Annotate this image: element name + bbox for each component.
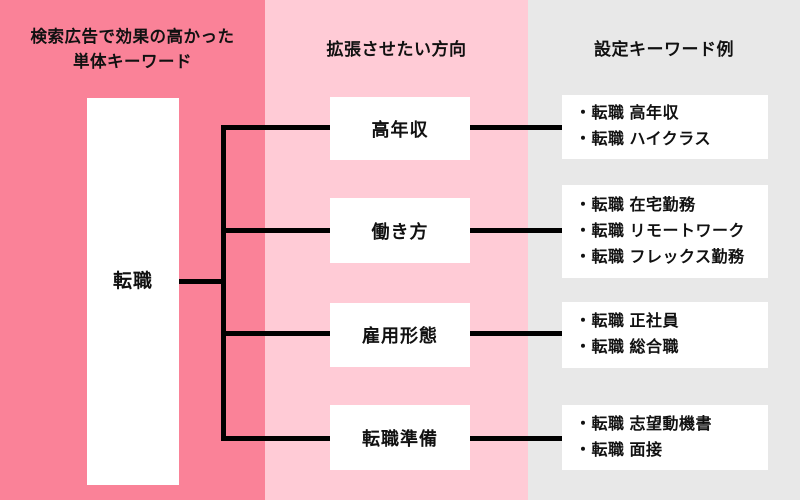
source-keyword-box: 転職: [87, 98, 179, 485]
direction-label: 高年収: [371, 119, 429, 140]
direction-box-1: 高年収: [330, 97, 470, 160]
keyword-example: ・転職 リモートワーク: [575, 222, 745, 240]
direction-label: 働き方: [371, 221, 429, 242]
keyword-example: ・転職 志望動機書: [575, 415, 712, 433]
connector-source-stub: [179, 279, 226, 284]
keyword-examples-box-3: ・転職 正社員 ・転職 総合職: [562, 302, 768, 368]
connector-branch-right-1: [470, 125, 562, 130]
direction-box-3: 雇用形態: [330, 303, 470, 367]
keyword-example: ・転職 在宅勤務: [575, 196, 696, 214]
keyword-examples-box-4: ・転職 志望動機書 ・転職 面接: [562, 405, 768, 470]
connector-branch-left-1: [221, 125, 330, 130]
keyword-example: ・転職 正社員: [575, 313, 679, 330]
connector-branch-right-3: [470, 331, 562, 336]
keyword-example: ・転職 フレックス勤務: [575, 248, 745, 266]
direction-box-4: 転職準備: [330, 405, 470, 470]
source-column-header: 検索広告で効果の高かった 単体キーワード: [0, 25, 265, 75]
connector-branch-left-2: [221, 228, 330, 233]
direction-column-header: 拡張させたい方向: [326, 40, 467, 59]
source-keyword-label: 転職: [112, 271, 153, 292]
connector-trunk: [221, 125, 226, 441]
connector-branch-left-4: [221, 436, 330, 441]
direction-box-2: 働き方: [330, 198, 470, 263]
keyword-example: ・転職 高年収: [575, 105, 679, 122]
connector-branch-left-3: [221, 331, 330, 336]
keyword-examples-box-2: ・転職 在宅勤務 ・転職 リモートワーク ・転職 フレックス勤務: [562, 185, 768, 278]
connector-branch-right-4: [470, 436, 562, 441]
source-header-line2: 単体キーワード: [73, 53, 192, 71]
connector-branch-right-2: [470, 228, 562, 233]
keyword-examples-box-1: ・転職 高年収 ・転職 ハイクラス: [562, 95, 768, 159]
keyword-example: ・転職 面接: [575, 441, 663, 459]
direction-label: 転職準備: [362, 428, 438, 449]
keyword-example: ・転職 総合職: [575, 339, 679, 356]
examples-column-header: 設定キーワード例: [594, 40, 734, 59]
keyword-example: ・転職 ハイクラス: [575, 131, 711, 148]
direction-label: 雇用形態: [362, 326, 438, 346]
source-header-line1: 検索広告で効果の高かった: [30, 28, 235, 46]
